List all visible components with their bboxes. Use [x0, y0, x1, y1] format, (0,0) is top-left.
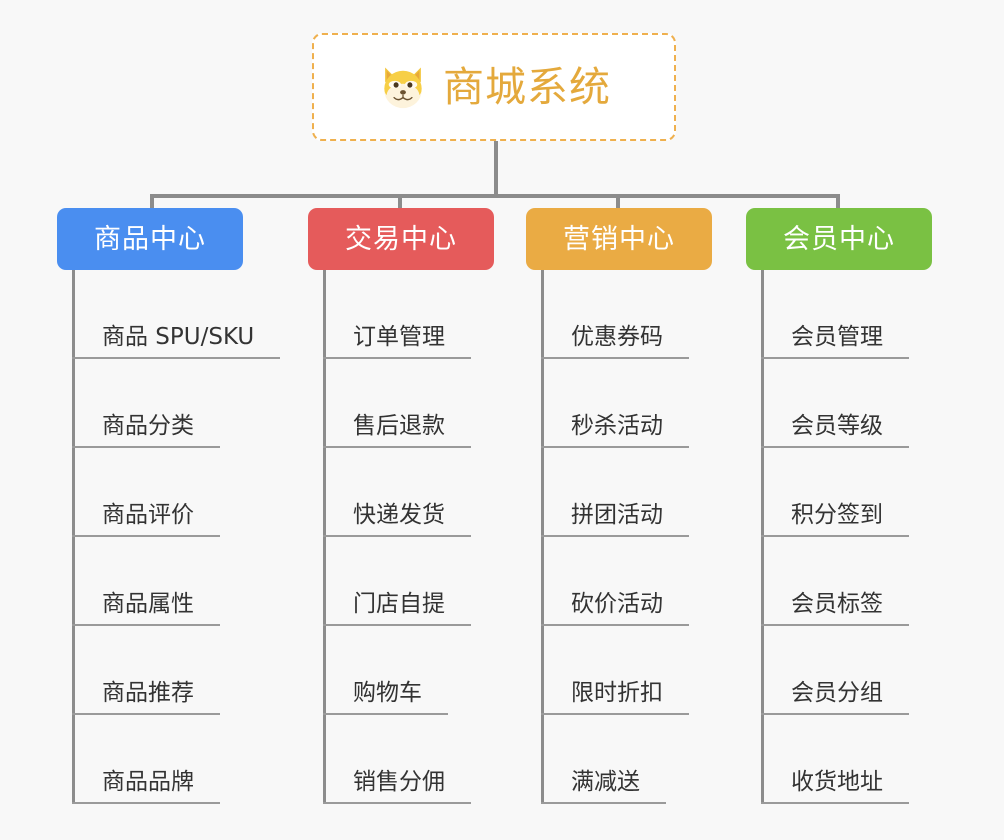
category-header-1[interactable]: 商品中心 — [57, 208, 243, 270]
leaf-item[interactable]: 商品属性 — [72, 537, 220, 626]
category-column-交易中心: 交易中心 订单管理 售后退款 快递发货 门店自提 购物车 销售分佣 — [308, 208, 494, 804]
leaf-item[interactable]: 会员等级 — [761, 359, 909, 448]
leaf-label: 门店自提 — [353, 591, 445, 617]
root-node[interactable]: 商城系统 — [312, 33, 676, 141]
shiba-dog-face-icon — [384, 67, 422, 109]
leaf-item[interactable]: 秒杀活动 — [541, 359, 689, 448]
category-column-营销中心: 营销中心 优惠券码 秒杀活动 拼团活动 砍价活动 限时折扣 满减送 — [526, 208, 712, 804]
leaf-item[interactable]: 商品分类 — [72, 359, 220, 448]
leaf-item[interactable]: 优惠券码 — [541, 270, 689, 359]
leaf-item[interactable]: 收货地址 — [761, 715, 909, 804]
leaf-label: 限时折扣 — [571, 680, 663, 706]
leaf-label: 购物车 — [353, 680, 422, 706]
leaf-label: 商品 SPU/SKU — [102, 324, 255, 350]
leaf-item[interactable]: 订单管理 — [323, 270, 471, 359]
category-title-4: 会员中心 — [783, 223, 895, 255]
leaf-label: 会员管理 — [791, 324, 883, 350]
leaf-item[interactable]: 商品 SPU/SKU — [72, 270, 281, 359]
leaf-item[interactable]: 砍价活动 — [541, 537, 689, 626]
connector-drop-2 — [398, 194, 402, 214]
leaf-label: 商品评价 — [102, 502, 194, 528]
leaf-label: 会员分组 — [791, 680, 883, 706]
leaf-label: 订单管理 — [353, 324, 445, 350]
connector-horizontal-bar — [150, 194, 840, 198]
leaf-item[interactable]: 售后退款 — [323, 359, 471, 448]
column-spine-1 — [72, 270, 75, 804]
leaf-label: 销售分佣 — [353, 769, 445, 795]
leaf-label: 收货地址 — [791, 769, 883, 795]
leaf-label: 会员标签 — [791, 591, 883, 617]
leaf-label: 积分签到 — [791, 502, 883, 528]
column-spine-4 — [761, 270, 764, 804]
leaf-label: 商品推荐 — [102, 680, 194, 706]
leaf-item[interactable]: 商品推荐 — [72, 626, 220, 715]
leaf-item[interactable]: 会员管理 — [761, 270, 909, 359]
connector-drop-1 — [150, 194, 154, 214]
leaf-label: 拼团活动 — [571, 502, 663, 528]
leaf-label: 优惠券码 — [571, 324, 663, 350]
root-title: 商城系统 — [443, 62, 611, 111]
connector-drop-4 — [836, 194, 840, 214]
leaf-label: 售后退款 — [353, 413, 445, 439]
leaf-label: 会员等级 — [791, 413, 883, 439]
leaf-label: 商品分类 — [102, 413, 194, 439]
leaf-label: 满减送 — [571, 769, 640, 795]
leaf-item[interactable]: 满减送 — [541, 715, 666, 804]
category-header-3[interactable]: 营销中心 — [526, 208, 712, 270]
leaf-item[interactable]: 商品品牌 — [72, 715, 220, 804]
category-header-2[interactable]: 交易中心 — [308, 208, 494, 270]
category-column-商品中心: 商品中心 商品 SPU/SKU 商品分类 商品评价 商品属性 商品推荐 商品品牌 — [57, 208, 281, 804]
category-title-3: 营销中心 — [563, 223, 675, 255]
leaf-label: 快递发货 — [353, 502, 445, 528]
leaf-item[interactable]: 销售分佣 — [323, 715, 471, 804]
leaf-item[interactable]: 积分签到 — [761, 448, 909, 537]
column-spine-2 — [323, 270, 326, 804]
leaf-item[interactable]: 会员标签 — [761, 537, 909, 626]
leaf-item[interactable]: 门店自提 — [323, 537, 471, 626]
category-header-4[interactable]: 会员中心 — [746, 208, 932, 270]
leaf-item[interactable]: 商品评价 — [72, 448, 220, 537]
leaf-item[interactable]: 拼团活动 — [541, 448, 689, 537]
leaf-label: 商品品牌 — [102, 769, 194, 795]
category-title-2: 交易中心 — [345, 223, 457, 255]
column-spine-3 — [541, 270, 544, 804]
category-column-会员中心: 会员中心 会员管理 会员等级 积分签到 会员标签 会员分组 收货地址 — [746, 208, 932, 804]
leaf-label: 秒杀活动 — [571, 413, 663, 439]
leaf-item[interactable]: 购物车 — [323, 626, 448, 715]
connector-root-stem — [494, 141, 498, 197]
leaf-item[interactable]: 会员分组 — [761, 626, 909, 715]
leaf-label: 商品属性 — [102, 591, 194, 617]
leaf-item[interactable]: 限时折扣 — [541, 626, 689, 715]
leaf-label: 砍价活动 — [571, 591, 663, 617]
category-title-1: 商品中心 — [94, 223, 206, 255]
leaf-item[interactable]: 快递发货 — [323, 448, 471, 537]
connector-drop-3 — [616, 194, 620, 214]
